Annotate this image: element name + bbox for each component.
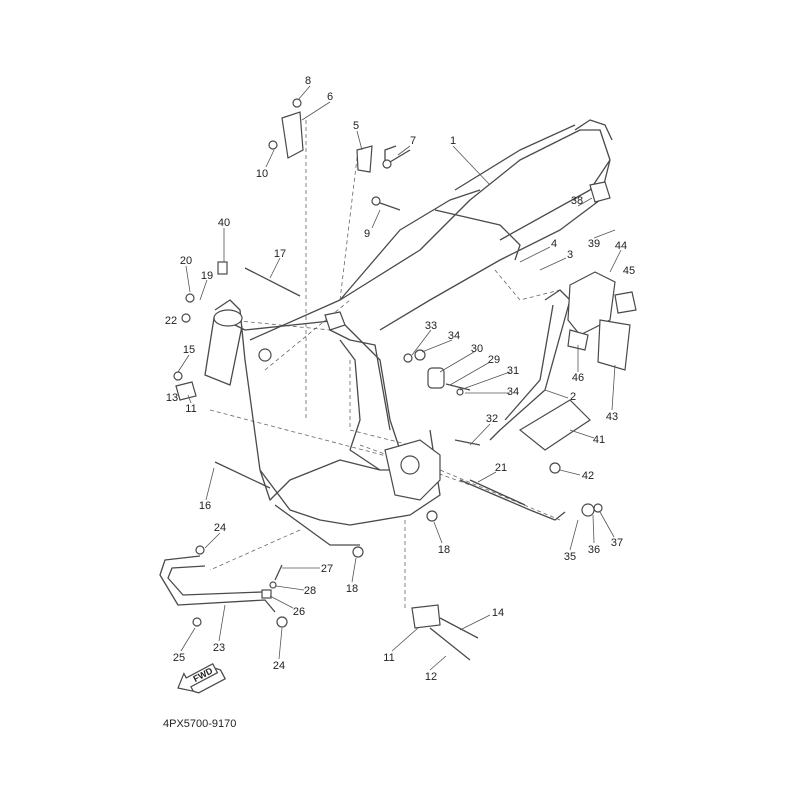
callout: 6	[327, 91, 333, 103]
callout: 29	[488, 354, 500, 366]
callout: 36	[588, 544, 600, 556]
callout: 28	[304, 585, 316, 597]
callout: 34	[448, 330, 460, 342]
callout: 30	[471, 343, 483, 355]
callout: 40	[218, 217, 230, 229]
callout: 18	[438, 544, 450, 556]
callout: 25	[173, 652, 185, 664]
forward-arrow-icon: FWD	[177, 663, 226, 694]
callout: 24	[214, 522, 226, 534]
callout: 20	[180, 255, 192, 267]
nut-icon	[382, 159, 392, 169]
nut-icon	[426, 510, 438, 522]
callout: 21	[495, 462, 507, 474]
nut-icon	[192, 617, 202, 627]
rear-parts	[459, 181, 637, 521]
nut-icon	[173, 371, 183, 381]
callout: 22	[165, 315, 177, 327]
engine-guard	[159, 555, 276, 613]
nut-icon	[292, 98, 302, 108]
callout: 38	[571, 195, 583, 207]
nut-icon	[276, 616, 288, 628]
nut-icon	[268, 140, 278, 150]
callout: 24	[273, 660, 285, 672]
callout: 10	[256, 168, 268, 180]
nut-icon	[581, 503, 595, 517]
callout: 1	[450, 135, 456, 147]
nut-icon	[269, 581, 277, 589]
callout: 45	[623, 265, 635, 277]
nut-icon	[593, 503, 603, 513]
callout: 5	[353, 120, 359, 132]
callout: 26	[293, 606, 305, 618]
part-code: 4PX5700-9170	[163, 718, 236, 730]
guide-line	[209, 120, 561, 610]
nut-icon	[456, 388, 464, 396]
callout: 39	[588, 238, 600, 250]
callout: 34	[507, 386, 519, 398]
callout: 14	[492, 607, 504, 619]
guide-lines	[209, 120, 561, 610]
callout: 4	[551, 238, 557, 250]
callout: 13	[166, 392, 178, 404]
callout: 18	[346, 583, 358, 595]
callout: 27	[321, 563, 333, 575]
callout: 11	[383, 652, 394, 664]
callout: 12	[425, 671, 437, 683]
callout: 15	[183, 344, 195, 356]
nut-icon	[352, 546, 364, 558]
nut-icon	[371, 196, 381, 206]
callout: 35	[564, 551, 576, 563]
callout: 31	[507, 365, 519, 377]
callout: 41	[593, 434, 605, 446]
callout: 11	[185, 403, 196, 415]
callout: 37	[611, 537, 623, 549]
callout: 3	[567, 249, 573, 261]
callout: 46	[572, 372, 584, 384]
leader-lines	[177, 85, 622, 671]
callout: 7	[410, 135, 416, 147]
nut-icon	[195, 545, 205, 555]
callout: 9	[364, 228, 370, 240]
callout: 42	[582, 470, 594, 482]
callout: 8	[305, 75, 311, 87]
nut-icon	[414, 349, 426, 361]
nut-icon	[181, 313, 191, 323]
callout: 23	[213, 642, 225, 654]
main-frame	[204, 119, 613, 546]
callout: 43	[606, 411, 618, 423]
leader-line	[177, 85, 622, 671]
callout: 19	[201, 270, 213, 282]
nut-icon	[549, 462, 561, 474]
hardware	[173, 98, 603, 661]
callout: 32	[486, 413, 498, 425]
nut-icon	[403, 353, 413, 363]
callout: 16	[199, 500, 211, 512]
callout: 17	[274, 248, 286, 260]
nut-icon	[185, 293, 195, 303]
callout: 33	[425, 320, 437, 332]
callout: 2	[570, 391, 576, 403]
callout: 44	[615, 240, 627, 252]
